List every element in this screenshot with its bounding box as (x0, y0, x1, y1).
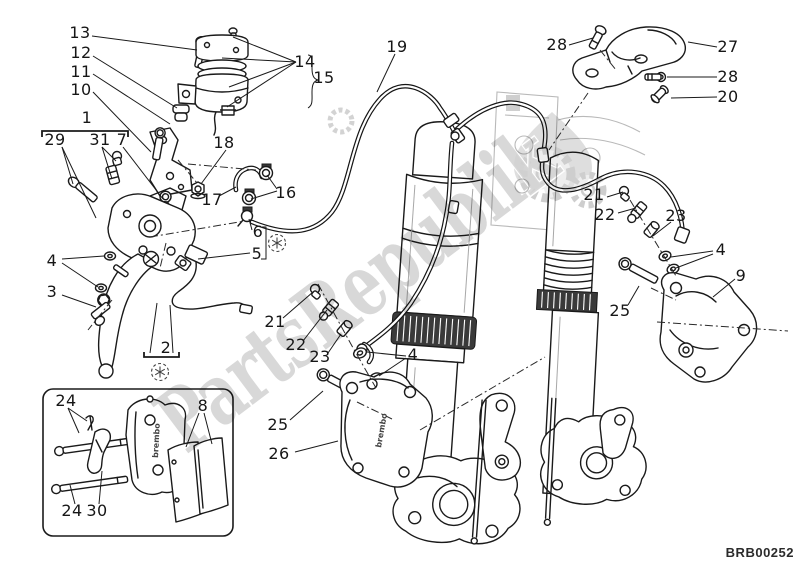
pad-pin-bottom (50, 475, 129, 495)
brake-pads-8 (167, 437, 229, 523)
callout-brackets (41, 54, 319, 358)
construction-lines (87, 49, 789, 431)
yoke-screw-top (588, 25, 607, 50)
cotter-clip (85, 415, 94, 431)
bracket-bolt (152, 127, 166, 161)
brake-switch-5 (171, 244, 253, 315)
caliper-brand-text-2: brembo (151, 423, 162, 459)
hose-clamp-16a (258, 163, 274, 181)
brake-hose-19 (249, 84, 457, 234)
washers-4-right (658, 250, 680, 275)
lever-washers-4 (94, 251, 129, 293)
hose-tee-junction (443, 112, 466, 144)
caliper-bolt-25-right (618, 257, 659, 284)
brake-pads-box: brembo (42, 388, 234, 537)
left-brake-caliper: brembo (339, 371, 433, 488)
pad-spring-30 (86, 428, 111, 474)
right-brake-caliper (659, 272, 758, 383)
leader-lines (61, 35, 736, 505)
hose-end-fitting-right (673, 226, 691, 244)
hose-band-left (447, 200, 460, 215)
cable-guide-pin (650, 85, 669, 104)
diagram-code: BRB00252 (725, 545, 794, 560)
watermark-logo (327, 107, 607, 209)
reservoir-nut (220, 105, 236, 116)
bleed-parts-left (309, 283, 353, 338)
union-fitting-6 (237, 206, 254, 227)
note-symbol-icon (150, 233, 287, 382)
bleed-parts-right (618, 185, 660, 239)
flange-nut-18 (190, 181, 206, 200)
brake-hose-left-branch (363, 140, 455, 349)
master-cylinder (107, 187, 196, 272)
top-yoke-cable-guide (572, 26, 687, 90)
yoke-screw-side (644, 71, 667, 83)
bleed-valve-31 (105, 150, 123, 186)
